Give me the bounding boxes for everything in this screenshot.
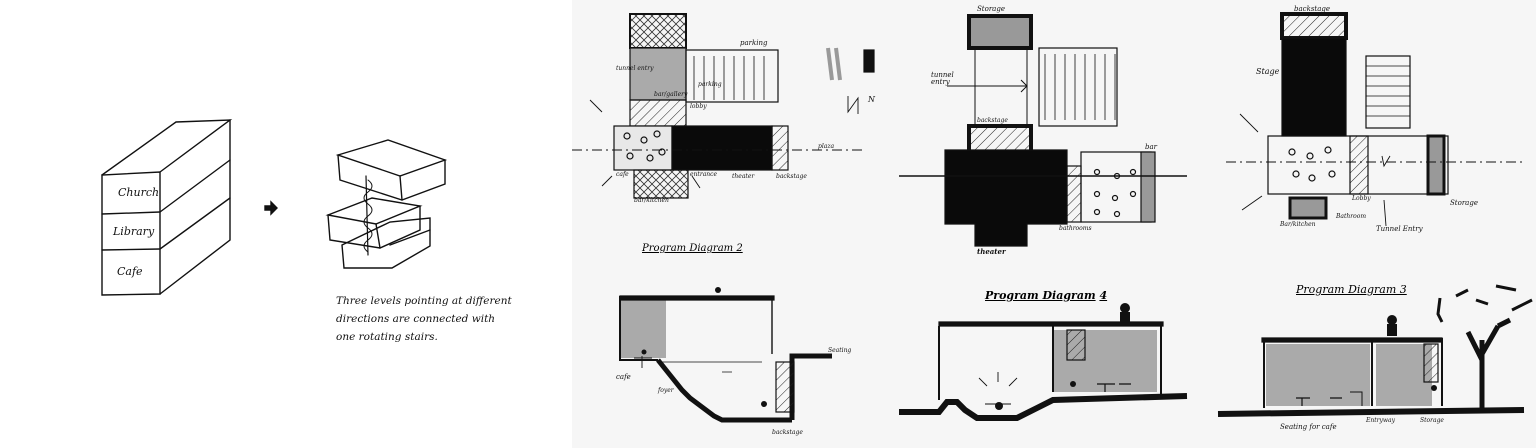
plan-4	[899, 14, 1187, 247]
label-tunnel-entry: tunnel entry	[931, 71, 954, 86]
label-plaza: plaza	[818, 143, 835, 150]
rotated-levels-sketch	[325, 139, 448, 269]
plan-2	[572, 13, 875, 199]
sheet-4-title: Program Diagram 4	[985, 289, 1108, 302]
section-label-entryway: Entryway	[1366, 417, 1396, 424]
label-cafe: cafe	[616, 171, 629, 178]
section-label-seating-cafe: Seating for cafe	[1280, 423, 1337, 431]
north-arrow-icon	[847, 96, 859, 114]
label-stage: Stage	[1256, 67, 1280, 76]
pencil-swatch	[826, 47, 842, 81]
stack-label-library: Library	[113, 225, 155, 238]
sheet-program-diagram-2: parking tunnel entry parking lobby bar/g…	[572, 0, 887, 448]
label-bar-kitchen: bar/kitchen	[634, 197, 669, 204]
label-parking: parking	[740, 39, 768, 47]
label-parking-small: parking	[698, 81, 722, 88]
label-lobby: lobby	[690, 103, 707, 110]
stack-label-church: Church	[118, 186, 160, 199]
label-entrance: entrance	[690, 171, 718, 178]
plan-and-section-2	[572, 13, 875, 423]
label-bar-gallery: bar/gallery	[654, 91, 688, 98]
label-backstage: backstage	[977, 117, 1008, 124]
label-lobby: Lobby	[1352, 195, 1371, 202]
stack-label-cafe: Cafe	[117, 265, 143, 278]
sheet-2-title: Program Diagram 2	[642, 243, 743, 254]
sheet-program-diagram-3: backstage Stage Bar/kitchen Bathroom Lob…	[1206, 0, 1536, 448]
concept-panel: Church Library Cafe Three levels pointin…	[0, 0, 572, 448]
section-3	[1217, 284, 1533, 417]
label-backstage: backstage	[1294, 5, 1331, 13]
north-label: N	[868, 95, 875, 104]
label-tunnel-entry: Tunnel Entry	[1376, 225, 1423, 233]
section-label-backstage: backstage	[772, 429, 803, 436]
label-theater: theater	[732, 173, 755, 180]
plan-and-section-3	[1217, 12, 1533, 417]
plan-3	[1226, 12, 1526, 227]
label-backstage: backstage	[776, 173, 807, 180]
concept-caption: Three levels pointing at different direc…	[336, 295, 512, 343]
label-bar: bar	[1145, 143, 1158, 151]
section-label-cafe: cafe	[616, 373, 631, 381]
marker-swatch	[863, 49, 875, 73]
label-tunnel-entry: tunnel entry	[616, 65, 654, 72]
section-2	[619, 287, 832, 423]
section-label-foyer: foyer	[658, 387, 674, 394]
label-bathrooms: bathrooms	[1059, 225, 1092, 232]
label-storage: Storage	[1450, 199, 1478, 207]
stacked-program-box	[101, 119, 233, 296]
label-bar-kitchen: Bar/kitchen	[1280, 221, 1316, 228]
label-bathroom: Bathroom	[1336, 213, 1367, 220]
arrow-icon	[264, 200, 278, 216]
sheet-program-diagram-4: Storage tunnel entry backstage bar theat…	[887, 0, 1206, 448]
tree-sketch	[1455, 284, 1533, 410]
sheet-3-title: Program Diagram 3	[1296, 283, 1407, 296]
plan-and-section-4	[899, 14, 1188, 421]
section-4	[899, 303, 1188, 421]
concept-sketch	[101, 119, 448, 296]
section-label-seating: Seating	[828, 347, 852, 354]
section-label-storage: Storage	[1420, 417, 1444, 424]
label-storage: Storage	[977, 5, 1005, 13]
label-theater: theater	[977, 247, 1006, 256]
